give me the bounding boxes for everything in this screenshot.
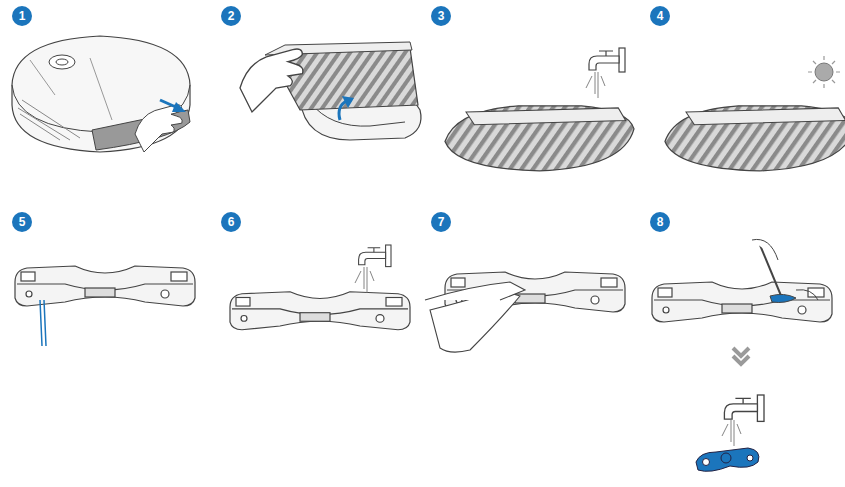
- callout-number: 1: [12, 6, 32, 26]
- step-number: 7: [438, 216, 445, 228]
- step-number: 1: [19, 10, 26, 22]
- callout-number: 5: [12, 212, 32, 232]
- callout-number: 8: [650, 212, 670, 232]
- step-number: 8: [657, 216, 664, 228]
- step-number: 2: [228, 10, 235, 22]
- step-number: 3: [438, 10, 445, 22]
- callout-number: 3: [431, 6, 451, 26]
- callout-number: 4: [650, 6, 670, 26]
- step-number: 5: [19, 216, 26, 228]
- callout-number: 2: [221, 6, 241, 26]
- callout-number: 7: [431, 212, 451, 232]
- callout-number: 6: [221, 212, 241, 232]
- step-number: 6: [228, 216, 235, 228]
- step-number: 4: [657, 10, 664, 22]
